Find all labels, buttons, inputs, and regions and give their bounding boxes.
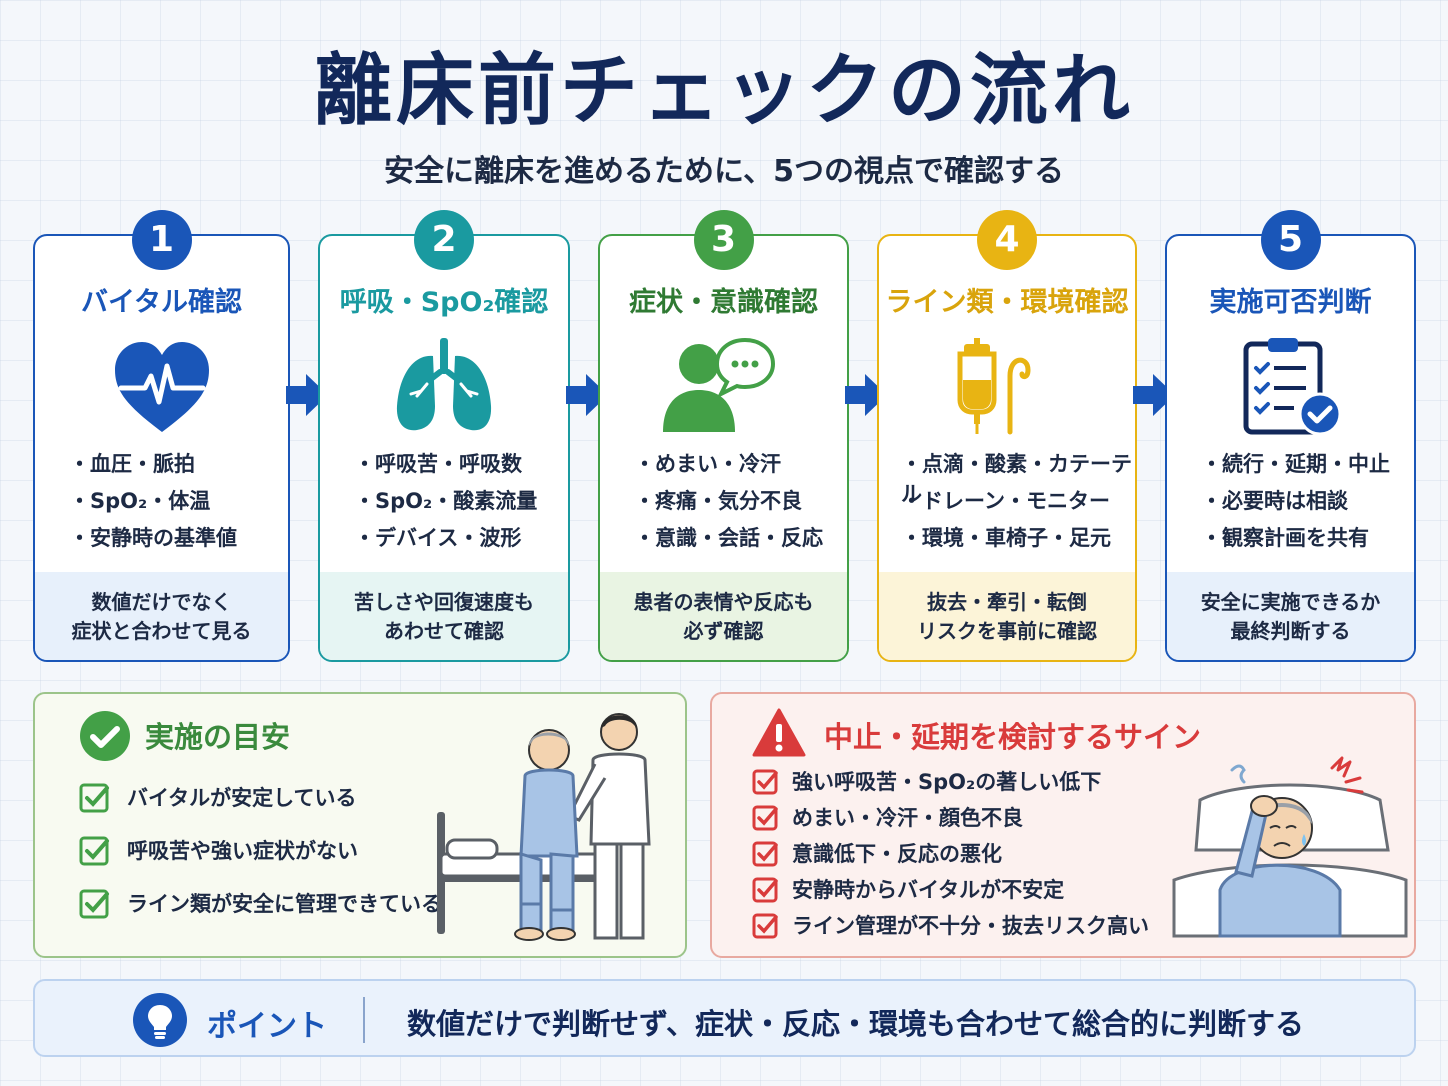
point-divider [363, 997, 365, 1043]
step-card-3: 3 症状・意識確認 ・めまい・冷汗 ・疼痛・気分不良 ・意識・会話・反応 患者の… [598, 210, 849, 662]
check-circle-icon [80, 711, 130, 761]
step-card-5: 5 実施可否判断 ・続行・延期・中止 ・必要時は相談 ・観察計画を共有 安全に実… [1165, 210, 1416, 662]
guide-title: 実施の目安 [145, 720, 291, 754]
checkbox-checked-icon [752, 769, 778, 795]
guide-item-label: バイタルが安定している [127, 786, 357, 810]
lungs-icon [396, 338, 492, 431]
step-note-5: 安全に実施できるか 最終判断する [1167, 572, 1414, 660]
stop-item-label: 安静時からバイタルが不安定 [792, 878, 1065, 902]
note-line: 症状と合わせて見る [71, 619, 252, 643]
checkbox-checked-icon [79, 889, 109, 919]
step-number-4: 4 [977, 210, 1037, 270]
note-line: 必ず確認 [683, 619, 764, 643]
stop-item: 強い呼吸苦・SpO₂の著しい低下 [752, 766, 1101, 796]
checkbox-checked-icon [752, 877, 778, 903]
step-card-1: 1 バイタル確認 ・血圧・脈拍 ・SpO₂・体温 ・安静時の基準値 数値だけでな… [33, 210, 290, 662]
step-title-1: バイタル確認 [81, 287, 242, 318]
step-note-4: 抜去・牽引・転倒 リスクを事前に確認 [879, 572, 1135, 660]
arrow-right-icon [566, 374, 608, 416]
checkbox-checked-icon [79, 836, 109, 866]
step-note-1: 数値だけでなく 症状と合わせて見る [35, 572, 288, 660]
guide-panel: 実施の目安 バイタルが安定している 呼吸苦や強い症状がない ライン類が安全に管理… [33, 692, 687, 958]
step-title-4: ライン類・環境確認 [885, 287, 1129, 318]
stop-item: ライン管理が不十分・抜去リスク高い [752, 910, 1149, 940]
iv-bag-icon [957, 338, 1031, 435]
list-item: ・SpO₂・体温 [69, 489, 211, 513]
note-line: 苦しさや回復速度も [354, 590, 534, 614]
list-item: ・意識・会話・反応 [634, 526, 823, 550]
checkbox-checked-icon [752, 841, 778, 867]
list-item: ・SpO₂・酸素流量 [354, 489, 538, 513]
list-item: ・疼痛・気分不良 [634, 489, 802, 513]
patient-in-bed-illustration [1172, 756, 1408, 938]
list-item: ・安静時の基準値 [69, 526, 237, 550]
note-line: 最終判断する [1230, 619, 1351, 643]
checkbox-checked-icon [752, 913, 778, 939]
stop-item-label: ライン管理が不十分・抜去リスク高い [792, 914, 1149, 938]
lightbulb-icon [133, 993, 187, 1047]
step-note-3: 患者の表情や反応も 必ず確認 [600, 572, 847, 660]
warning-triangle-icon [752, 708, 806, 757]
note-line: あわせて確認 [384, 619, 504, 643]
arrow-right-icon [286, 374, 328, 416]
list-item: ・続行・延期・中止 [1201, 452, 1390, 476]
stop-signs-panel: 中止・延期を検討するサイン 強い呼吸苦・SpO₂の著しい低下 めまい・冷汗・顔色… [710, 692, 1416, 958]
step-number-3: 3 [693, 210, 754, 270]
stop-item: めまい・冷汗・顔色不良 [752, 802, 1023, 832]
step-card-4: 4 ライン類・環境確認 ・点滴・酸素・カテーテル ・ドレーン・モニター ・環境・… [877, 210, 1137, 662]
step-items-1: ・血圧・脈拍 ・SpO₂・体温 ・安静時の基準値 [69, 448, 237, 559]
list-item: ・ドレーン・モニター [901, 489, 1110, 513]
nurse-assisting-patient-illustration [437, 713, 651, 941]
person-speech-icon [662, 337, 775, 432]
checkbox-checked-icon [752, 805, 778, 831]
arrow-right-icon [845, 374, 887, 416]
page-subtitle: 安全に離床を進めるために、5つの視点で確認する [384, 154, 1064, 189]
arrow-right-icon [1133, 374, 1175, 416]
step-items-3: ・めまい・冷汗 ・疼痛・気分不良 ・意識・会話・反応 [634, 448, 823, 559]
step-number-1: 1 [131, 210, 192, 270]
list-item: ・呼吸苦・呼吸数 [354, 452, 522, 476]
guide-item: バイタルが安定している [79, 780, 357, 814]
guide-item: 呼吸苦や強い症状がない [79, 833, 358, 867]
stop-title: 中止・延期を検討するサイン [824, 720, 1202, 754]
note-line: 数値だけでなく [91, 590, 232, 614]
guide-item-label: 呼吸苦や強い症状がない [127, 839, 358, 863]
point-text: 数値だけで判断せず、症状・反応・環境も合わせて総合的に判断する [407, 1007, 1304, 1041]
step-note-2: 苦しさや回復速度も あわせて確認 [320, 572, 568, 660]
step-title-5: 実施可否判断 [1209, 287, 1372, 318]
list-item: ・環境・車椅子・足元 [901, 526, 1111, 550]
list-item: ・観察計画を共有 [1201, 526, 1369, 550]
point-label: ポイント [207, 1009, 327, 1044]
list-item: ・デバイス・波形 [354, 526, 522, 550]
heart-pulse-icon [114, 342, 209, 432]
step-number-5: 5 [1260, 210, 1321, 270]
guide-item: ライン類が安全に管理できている [79, 886, 442, 920]
stop-item-label: 強い呼吸苦・SpO₂の著しい低下 [792, 770, 1102, 794]
step-number-2: 2 [414, 210, 474, 270]
note-line: リスクを事前に確認 [917, 619, 1097, 643]
clipboard-check-icon [1243, 338, 1341, 436]
stop-item-label: めまい・冷汗・顔色不良 [792, 806, 1023, 830]
stop-item-label: 意識低下・反応の悪化 [792, 842, 1002, 866]
guide-item-label: ライン類が安全に管理できている [127, 892, 442, 916]
step-items-2: ・呼吸苦・呼吸数 ・SpO₂・酸素流量 ・デバイス・波形 [354, 448, 537, 559]
note-line: 患者の表情や反応も [633, 590, 814, 614]
list-item: ・めまい・冷汗 [634, 452, 781, 476]
page-title: 離床前チェックの流れ [313, 46, 1134, 136]
step-title-2: 呼吸・SpO₂確認 [339, 287, 549, 318]
note-line: 抜去・牽引・転倒 [927, 590, 1087, 614]
step-title-3: 症状・意識確認 [629, 287, 818, 318]
list-item: ・血圧・脈拍 [69, 452, 195, 476]
list-item: ・点滴・酸素・カテーテル [901, 452, 1132, 506]
stop-item: 意識低下・反応の悪化 [752, 838, 1002, 868]
note-line: 安全に実施できるか [1200, 590, 1381, 614]
step-card-2: 2 呼吸・SpO₂確認 ・呼吸苦・呼吸数 ・SpO₂・酸素流量 ・デバイス・波形… [318, 210, 570, 662]
step-items-4: ・点滴・酸素・カテーテル ・ドレーン・モニター ・環境・車椅子・足元 [901, 448, 1135, 559]
checkbox-checked-icon [79, 783, 109, 813]
stop-item: 安静時からバイタルが不安定 [752, 874, 1064, 904]
point-bar: ポイント 数値だけで判断せず、症状・反応・環境も合わせて総合的に判断する [33, 979, 1416, 1057]
step-items-5: ・続行・延期・中止 ・必要時は相談 ・観察計画を共有 [1201, 448, 1390, 559]
list-item: ・必要時は相談 [1201, 489, 1348, 513]
